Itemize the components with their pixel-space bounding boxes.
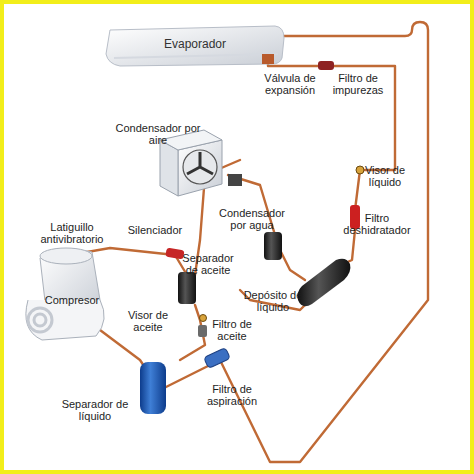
sight-glass [356,166,364,174]
copper-pipes [70,22,428,462]
regulator [228,174,242,186]
oil-filter-label: Filtro de aceite [204,318,260,342]
compressor-label: Compresor [40,294,104,306]
water-condenser [264,232,282,260]
hose-label: Latiguillo antivibratorio [26,221,118,245]
air-condenser [160,130,222,196]
water-condenser-label: Condensador por agua [212,207,292,231]
muffler [165,247,184,259]
receiver-label: Depósito de líquido [240,289,306,313]
liquid-separator [140,362,166,414]
evaporator-box: Evaporador [120,30,270,58]
compressor [26,248,104,340]
oil-separator [178,272,196,304]
evaporator-unit [106,26,284,66]
strainer [318,61,334,70]
suction-filter [204,347,231,368]
oil-sight-label: Visor de aceite [116,309,180,333]
oil-sight-glass [200,315,207,322]
oil-filter [198,325,207,337]
valve-label: Válvula de expansión [250,72,330,96]
oil-separator-label: Separador de aceite [180,252,236,276]
suction-filter-label: Filtro de aspiración [196,383,268,407]
condenser-label: Condensador por aire [112,122,204,146]
strainer-label: Filtro de impurezas [318,72,398,96]
node-title: Evaporador [164,37,226,51]
drier-label: Filtro deshidratador [336,212,418,236]
separator-label: Separador de líquido [58,398,132,422]
liquid-receiver [298,259,351,307]
muffler-label: Silenciador [120,224,190,236]
expansion-valve [262,54,274,64]
sight-glass-label: Visor de líquido [350,164,420,188]
